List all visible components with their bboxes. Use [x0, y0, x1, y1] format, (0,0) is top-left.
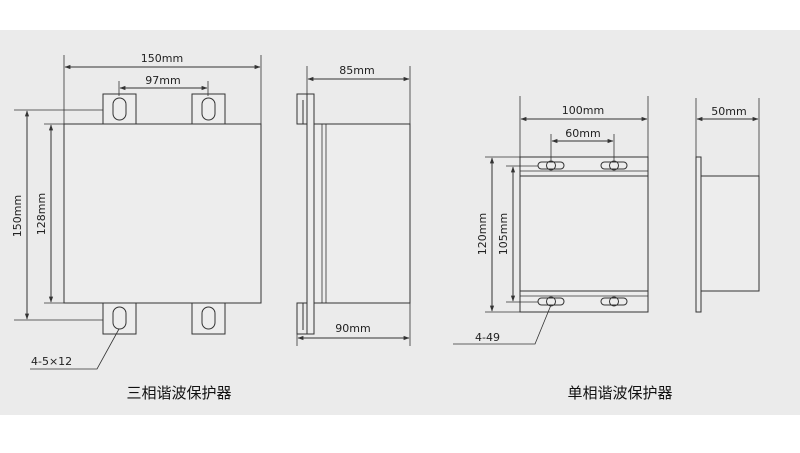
single-phase-front-view: 100mm 60mm 120mm 105mm 4-49 — [453, 96, 649, 345]
three-phase-side-view: 85mm 90mm — [296, 64, 411, 346]
three-phase-front-view: 150mm 97mm 150mm 128mm 4-5×12 — [11, 52, 262, 370]
single-dim-inner-height-label: 105mm — [497, 213, 510, 255]
single-side-plate — [695, 156, 702, 313]
dim-height-label: 150mm — [11, 195, 24, 237]
single-dim-hole-spacing-label: 60mm — [565, 127, 600, 140]
slot-hole — [201, 306, 216, 330]
mount-tab-top-right — [191, 93, 226, 125]
single-dim-width-label: 100mm — [562, 104, 604, 117]
dim-inner-height-label: 128mm — [35, 193, 48, 235]
single-phase-body — [519, 175, 649, 292]
dim-width-label: 150mm — [141, 52, 183, 65]
single-phase-side-view: 50mm — [695, 98, 760, 313]
side-body — [313, 123, 411, 304]
mount-tab-top-left — [102, 93, 137, 125]
side-mount-plate — [306, 93, 315, 335]
dim-hole-spacing-label: 97mm — [145, 74, 180, 87]
hole-note-label: 4-5×12 — [31, 355, 72, 368]
slot-hole — [112, 306, 127, 330]
three-phase-caption: 三相谐波保护器 — [126, 384, 231, 402]
dim-bottom-depth-label: 90mm — [335, 322, 370, 335]
single-phase-caption: 单相谐波保护器 — [567, 384, 672, 402]
dim-top-depth-label: 85mm — [339, 64, 374, 77]
three-phase-body — [63, 123, 262, 304]
single-dim-depth-label: 50mm — [711, 105, 746, 118]
slot-hole — [112, 97, 127, 121]
keyhole-slot — [600, 296, 628, 307]
slot-hole — [201, 97, 216, 121]
single-hole-note-label: 4-49 — [475, 331, 500, 344]
single-side-body — [700, 175, 760, 292]
single-dim-height-label: 120mm — [476, 213, 489, 255]
